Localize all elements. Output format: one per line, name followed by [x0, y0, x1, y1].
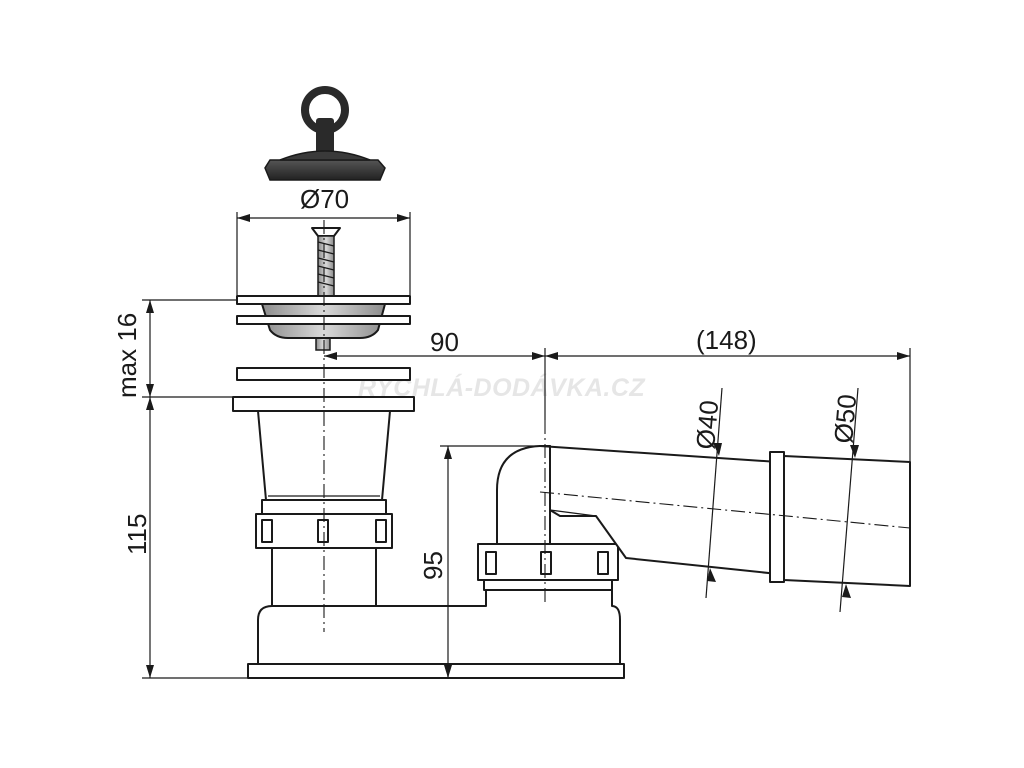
dimension-90: 90 [324, 327, 546, 420]
dimension-label-max-16: max 16 [112, 313, 142, 398]
dimension-max-16: max 16 [112, 299, 237, 398]
dimension-label-diameter-70: Ø70 [300, 184, 349, 214]
dimension-diameter-70: Ø70 [236, 184, 411, 295]
dimension-label-90: 90 [430, 327, 459, 357]
dimension-label-diameter-50: Ø50 [828, 393, 862, 445]
rubber-stopper [264, 86, 386, 181]
dimension-label-115: 115 [122, 514, 152, 555]
center-screw [311, 227, 341, 351]
dimension-label-148: (148) [696, 325, 757, 355]
dimension-label-95: 95 [418, 551, 448, 580]
dimension-label-diameter-40: Ø40 [690, 399, 724, 451]
dimension-diameter-40: Ø40 [690, 387, 724, 599]
center-axis-lines [323, 220, 911, 632]
dimension-95: 95 [418, 445, 540, 678]
dimension-diameter-50: Ø50 [828, 387, 862, 613]
dimension-148: (148) [545, 325, 911, 462]
dimension-115: 115 [122, 397, 248, 679]
outlet-nut [477, 543, 619, 591]
